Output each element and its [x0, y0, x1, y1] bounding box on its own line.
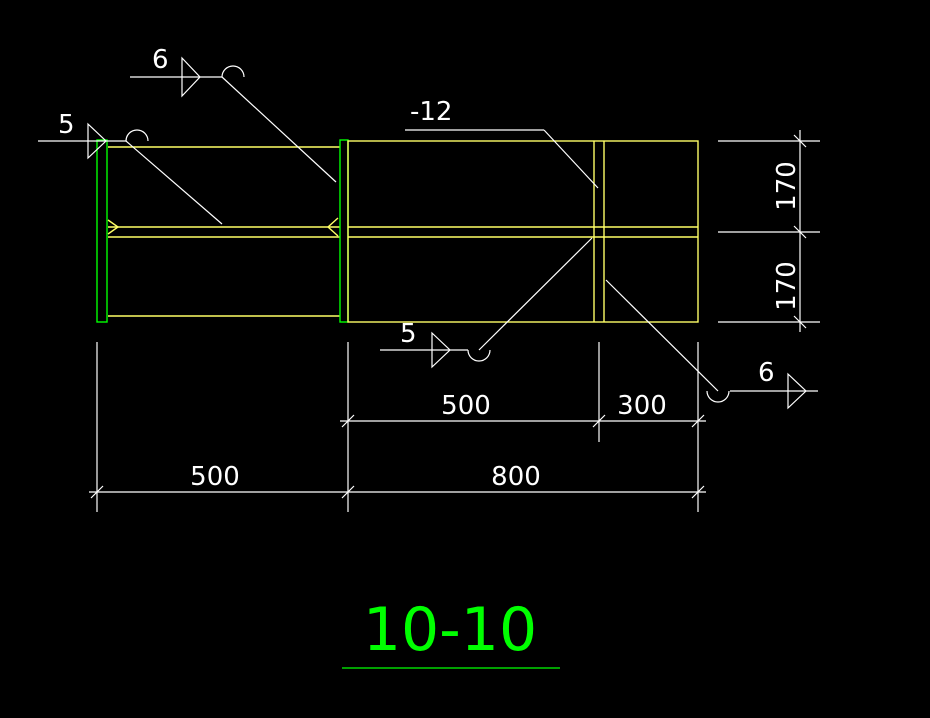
left-end-plate — [96, 139, 108, 323]
dim-300: 300 — [617, 391, 667, 421]
weld-symbol-6-top — [130, 56, 337, 183]
dim-800: 800 — [491, 462, 541, 492]
weld-label-6-bottom: 6 — [758, 358, 775, 388]
dim-500-left: 500 — [190, 462, 240, 492]
section-title: 10-10 — [363, 595, 537, 665]
dim-height-bottom: 170 — [772, 261, 802, 311]
horizontal-dimension-lower — [89, 342, 706, 512]
plate-label-leader — [405, 129, 599, 189]
right-plate — [347, 140, 699, 323]
weld-label-6-top: 6 — [152, 45, 169, 75]
dim-500-right: 500 — [441, 391, 491, 421]
left-member — [107, 146, 340, 317]
weld-label-5-top: 5 — [58, 110, 75, 140]
weld-symbol-5-top — [38, 122, 223, 225]
plate-thickness-label: -12 — [410, 97, 452, 127]
weld-symbol-5-bottom — [380, 237, 593, 369]
vertical-dimension — [718, 130, 820, 332]
dim-height-top: 170 — [772, 161, 802, 211]
weld-symbol-6-bottom — [605, 279, 818, 410]
horizontal-dimension-upper — [340, 342, 706, 442]
weld-label-5-bottom: 5 — [400, 319, 417, 349]
middle-end-plate — [339, 139, 349, 323]
